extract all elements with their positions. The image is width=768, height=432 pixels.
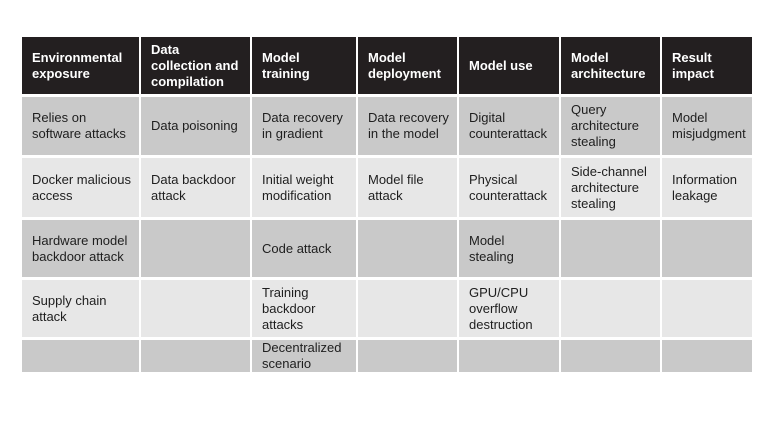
table-cell: Query architecture stealing <box>561 97 660 155</box>
table-cell <box>141 340 250 372</box>
table-cell <box>561 340 660 372</box>
table-cell <box>358 280 457 337</box>
table-cell: Relies on software attacks <box>22 97 139 155</box>
table-cell <box>662 340 752 372</box>
table-cell <box>662 220 752 277</box>
table-cell: Data recovery in the model <box>358 97 457 155</box>
table-cell: Digital counterattack <box>459 97 559 155</box>
table-cell: Training backdoor attacks <box>252 280 356 337</box>
table-cell: Physical counterattack <box>459 158 559 217</box>
table-cell <box>561 280 660 337</box>
table-cell <box>662 280 752 337</box>
table-cell <box>459 340 559 372</box>
header-model-use: Model use <box>459 37 559 94</box>
table-cell: Hardware model backdoor attack <box>22 220 139 277</box>
table-cell: Data recovery in gradient <box>252 97 356 155</box>
table-cell: GPU/CPU overflow destruction <box>459 280 559 337</box>
header-model-deployment: Model deployment <box>358 37 457 94</box>
table-cell: Data poisoning <box>141 97 250 155</box>
attack-surface-table: Environmental exposure Data collection a… <box>22 37 752 372</box>
table-cell: Information leakage <box>662 158 752 217</box>
table-cell: Code attack <box>252 220 356 277</box>
header-model-training: Model training <box>252 37 356 94</box>
table-cell: Model file attack <box>358 158 457 217</box>
table-cell <box>358 220 457 277</box>
table-cell <box>141 280 250 337</box>
header-result-impact: Result impact <box>662 37 752 94</box>
table-cell <box>561 220 660 277</box>
header-model-architecture: Model architecture <box>561 37 660 94</box>
header-data-collection: Data collection and compilation <box>141 37 250 94</box>
table-cell: Side-channel architecture stealing <box>561 158 660 217</box>
table-cell: Decentralized scenario <box>252 340 356 372</box>
table-cell: Data backdoor attack <box>141 158 250 217</box>
table-cell <box>141 220 250 277</box>
table-cell <box>358 340 457 372</box>
table-cell: Model stealing <box>459 220 559 277</box>
header-environmental-exposure: Environmental exposure <box>22 37 139 94</box>
table-cell: Docker malicious access <box>22 158 139 217</box>
table-cell: Supply chain attack <box>22 280 139 337</box>
table-cell: Initial weight modification <box>252 158 356 217</box>
table-cell <box>22 340 139 372</box>
table-cell: Model misjudgment <box>662 97 752 155</box>
